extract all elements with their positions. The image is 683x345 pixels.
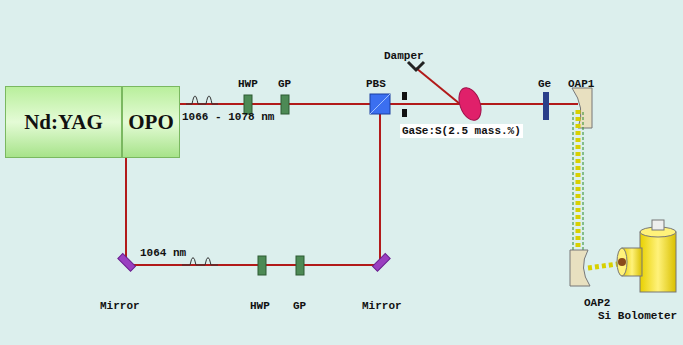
thz-beam <box>578 110 632 268</box>
beam-splitter <box>370 94 390 114</box>
mirror <box>373 254 391 272</box>
component-label: GP <box>278 78 291 90</box>
aperture <box>402 92 407 100</box>
splitter-face <box>370 94 390 114</box>
equipment-box: OPO <box>122 86 180 158</box>
component-label: GP <box>293 300 306 312</box>
component-label: PBS <box>366 78 386 90</box>
crystal-label: GaSe:S(2.5 mass.%) <box>400 124 523 138</box>
component-label: HWP <box>238 78 258 90</box>
component-label: Mirror <box>100 300 140 312</box>
glan-polarizer <box>281 95 289 114</box>
ge-filter <box>543 92 549 120</box>
crystal <box>455 85 485 124</box>
component-label: OAP2 <box>584 297 610 309</box>
detector-label: Si Bolometer <box>598 310 677 322</box>
bolometer <box>617 220 676 292</box>
parabolic-mirror <box>572 88 592 128</box>
wavelength-label: 1066 - 1078 nm <box>182 111 274 123</box>
box-label: OPO <box>128 110 174 135</box>
beam-damper <box>408 62 424 70</box>
box-label: Nd:YAG <box>24 110 103 135</box>
component-label: Damper <box>384 50 424 62</box>
laser-beam <box>126 68 578 265</box>
component-label: HWP <box>250 300 270 312</box>
component-label: Ge <box>538 78 551 90</box>
aperture <box>402 109 407 117</box>
wavelength-label: 1064 nm <box>140 247 186 259</box>
component-label: OAP1 <box>568 78 594 90</box>
component-label: Mirror <box>362 300 402 312</box>
parabolic-mirror <box>570 250 590 286</box>
equipment-box: Nd:YAG <box>5 86 122 158</box>
mirror <box>118 254 136 272</box>
glan-polarizer <box>296 256 304 275</box>
thz-beam-edge <box>573 112 583 262</box>
half-wave-plate <box>258 256 266 275</box>
